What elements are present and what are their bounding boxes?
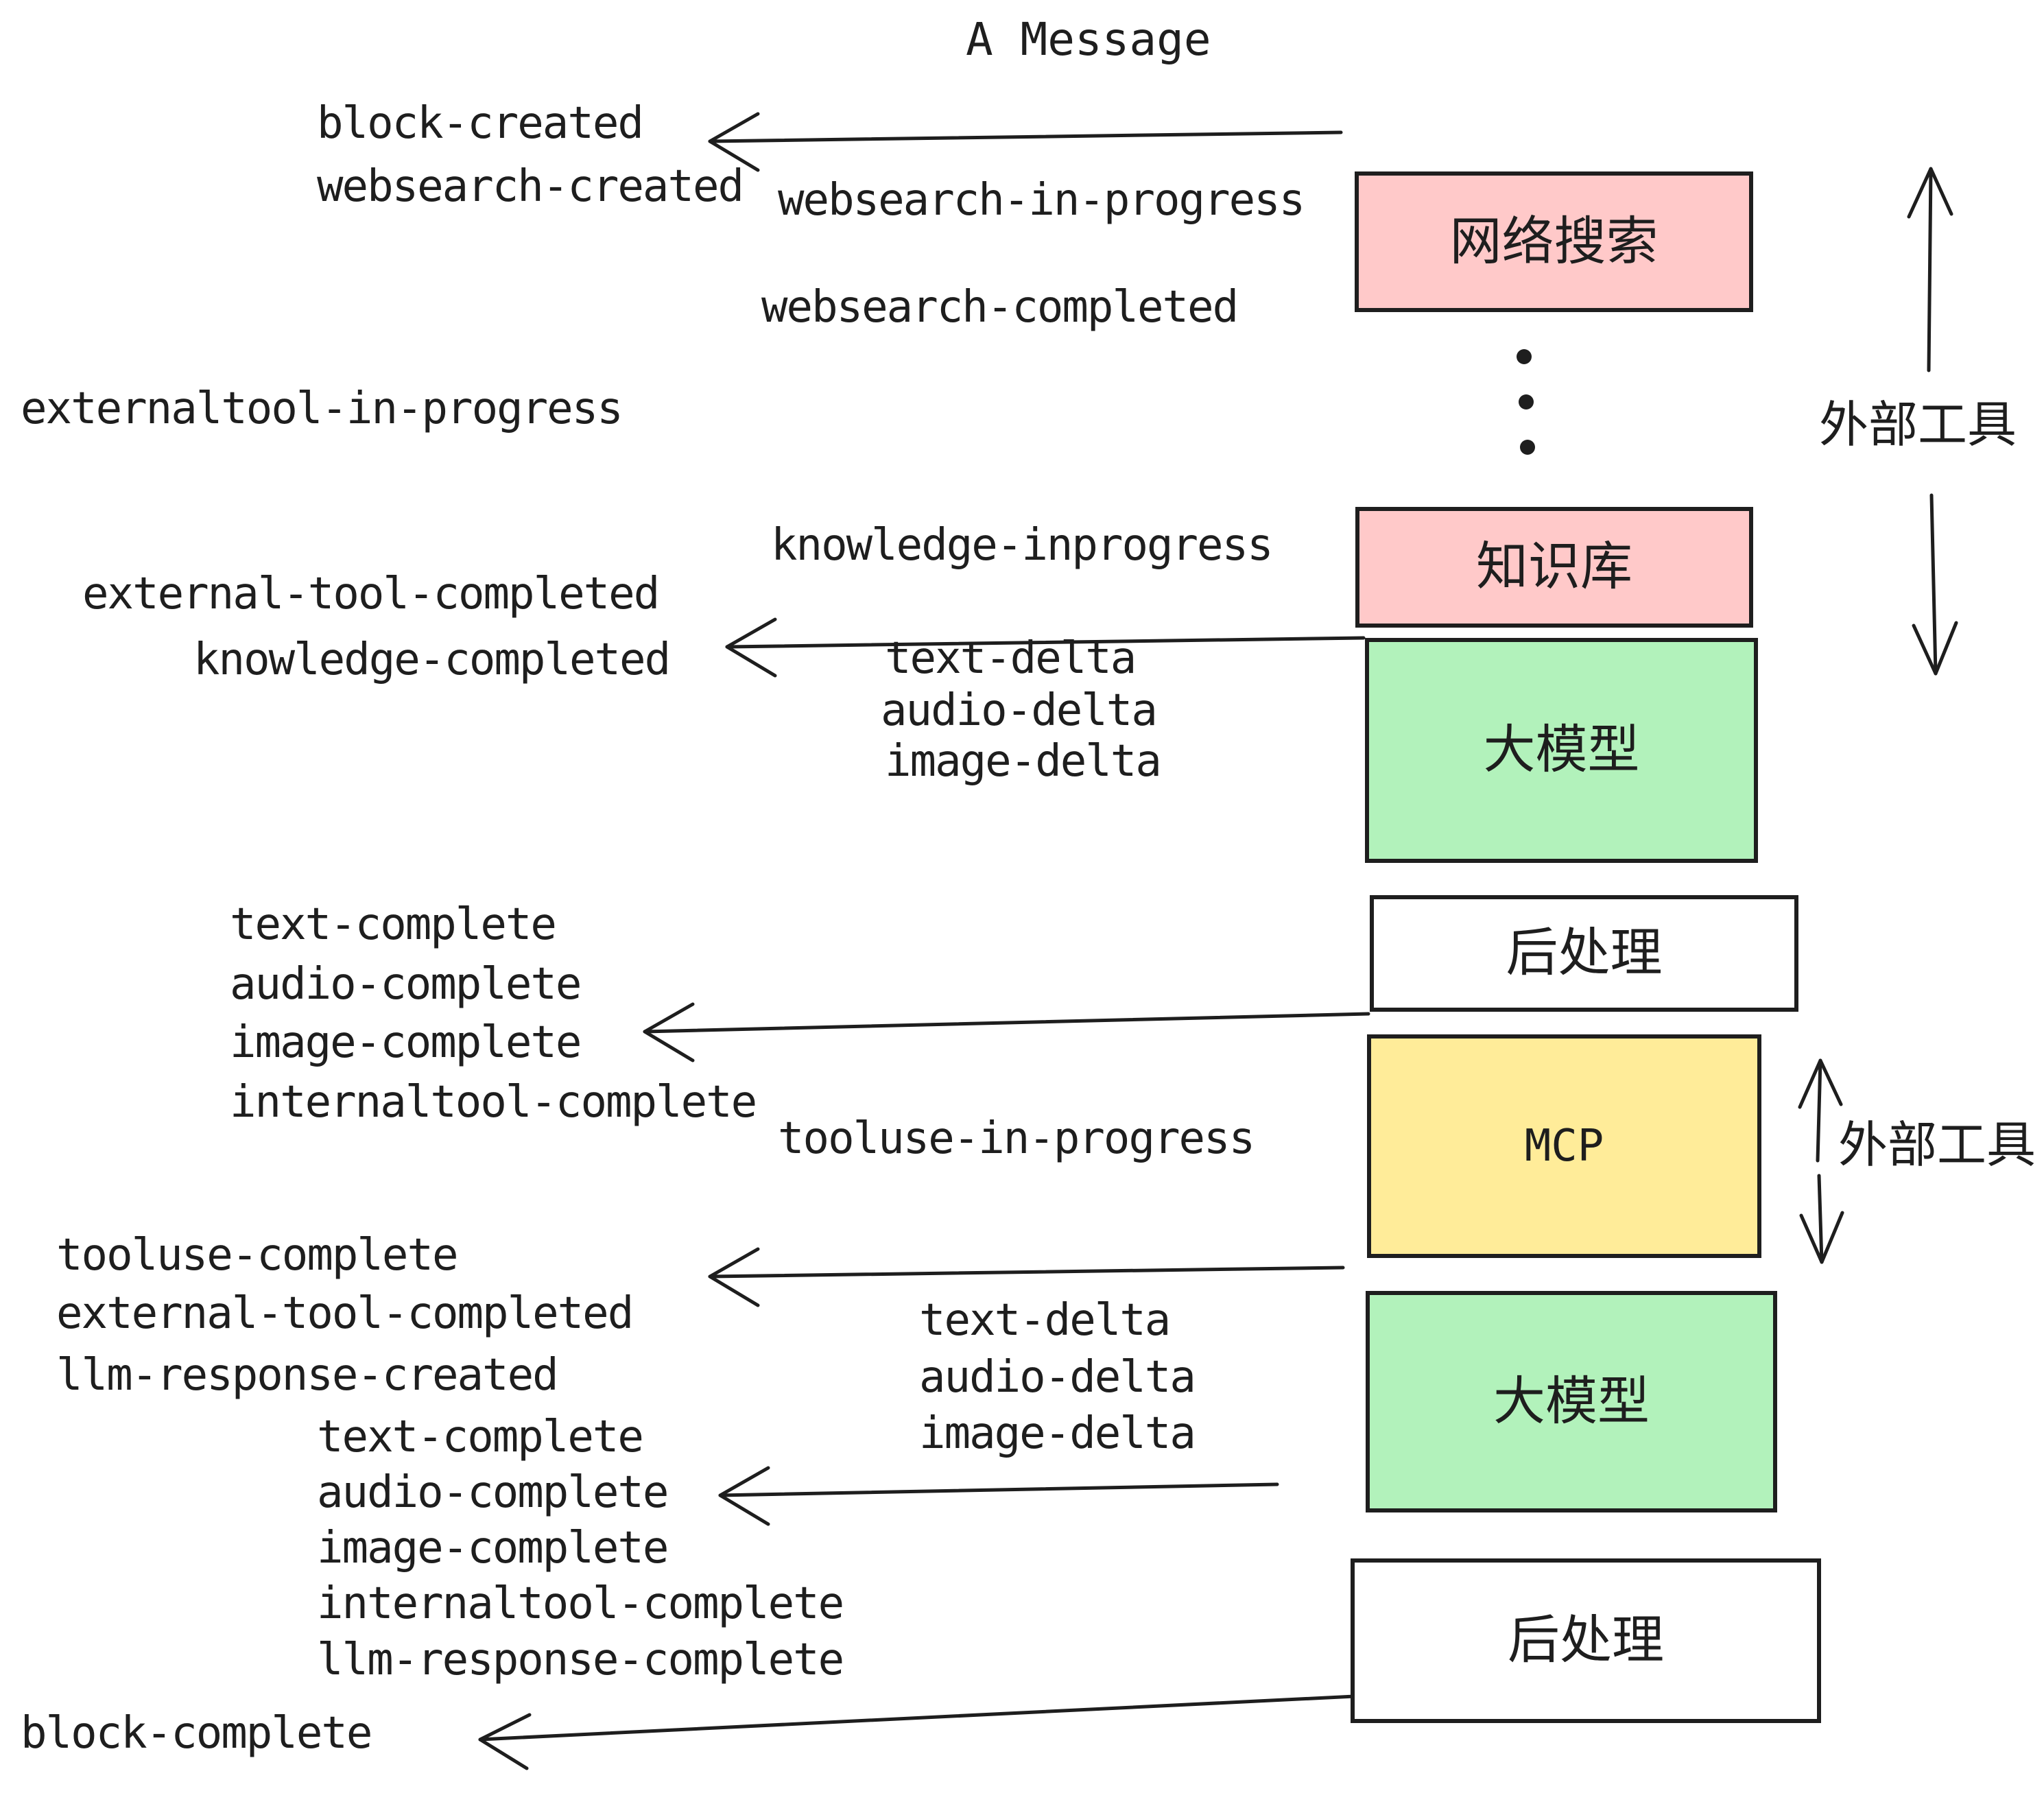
event-label-image-delta: image-delta	[885, 736, 1162, 787]
event-label-knowledge-inprogress: knowledge-inprogress	[771, 520, 1274, 571]
event-label-audio-complete: audio-complete	[230, 959, 582, 1010]
event-label-internaltool-complete-2: internaltool-complete	[317, 1578, 844, 1629]
event-label-external-tool-completed: external-tool-completed	[82, 569, 660, 619]
external-tools-label-mcp: 外部工具	[1838, 1118, 2036, 1173]
event-label-tooluse-in-progress: tooluse-in-progress	[778, 1113, 1255, 1164]
ellipsis-dots-icon	[1517, 349, 1535, 455]
websearch-box-label: 网络搜索	[1449, 212, 1659, 271]
arrow-knowledge-completed-icon	[725, 617, 1366, 678]
arrow-internal-complete-icon	[643, 1002, 1370, 1063]
event-label-audio-complete-2: audio-complete	[317, 1467, 669, 1518]
event-label-external-tool-completed-2: external-tool-completed	[56, 1288, 634, 1339]
event-label-internaltool-complete: internaltool-complete	[230, 1077, 757, 1128]
event-label-image-complete-2: image-complete	[317, 1523, 669, 1574]
diagram-title: A Message	[966, 13, 1211, 66]
event-label-audio-delta-2: audio-delta	[919, 1352, 1196, 1403]
event-label-text-complete-2: text-complete	[317, 1412, 644, 1462]
event-label-websearch-created: websearch-created	[317, 161, 744, 212]
arrow-llm-complete-icon	[718, 1466, 1279, 1526]
event-label-tooluse-complete: tooluse-complete	[56, 1230, 458, 1281]
event-label-externaltool-in-progress: externaltool-in-progress	[21, 383, 623, 434]
double-arrow-external-tools-mcp-icon	[1798, 1058, 1844, 1264]
llm-box-2: 大模型	[1366, 1291, 1777, 1512]
event-label-websearch-in-progress: websearch-in-progress	[778, 175, 1305, 226]
postprocess-box-1-label: 后处理	[1506, 924, 1663, 982]
arrow-block-complete-icon	[478, 1694, 1357, 1770]
external-tools-label-top: 外部工具	[1819, 398, 2017, 453]
event-label-image-complete: image-complete	[230, 1017, 582, 1068]
llm-box-1: 大模型	[1365, 638, 1758, 863]
mcp-box: MCP	[1367, 1034, 1761, 1258]
knowledge-base-box-label: 知识库	[1476, 538, 1632, 596]
event-label-text-complete: text-complete	[230, 899, 557, 950]
websearch-box: 网络搜索	[1355, 171, 1753, 312]
event-label-knowledge-completed: knowledge-completed	[193, 634, 671, 685]
postprocess-box-1: 后处理	[1370, 895, 1798, 1012]
event-label-image-delta-2: image-delta	[919, 1408, 1196, 1459]
event-label-block-created: block-created	[317, 98, 644, 149]
event-label-block-complete: block-complete	[21, 1708, 372, 1759]
event-label-llm-response-complete: llm-response-complete	[317, 1635, 844, 1685]
event-label-audio-delta: audio-delta	[881, 685, 1158, 736]
event-label-text-delta-2: text-delta	[919, 1295, 1171, 1346]
mcp-box-label: MCP	[1524, 1121, 1604, 1172]
event-label-websearch-completed: websearch-completed	[761, 282, 1239, 333]
event-label-text-delta: text-delta	[885, 633, 1137, 684]
llm-box-1-label: 大模型	[1483, 721, 1640, 779]
double-arrow-external-tools-top-icon	[1907, 167, 1958, 676]
arrow-websearch-created-icon	[708, 112, 1343, 172]
postprocess-box-2: 后处理	[1351, 1558, 1821, 1723]
event-label-llm-response-created: llm-response-created	[56, 1350, 559, 1401]
arrow-tooluse-complete-icon	[708, 1247, 1345, 1307]
knowledge-base-box: 知识库	[1355, 507, 1753, 628]
postprocess-box-2-label: 后处理	[1508, 1611, 1664, 1670]
llm-box-2-label: 大模型	[1493, 1372, 1650, 1431]
